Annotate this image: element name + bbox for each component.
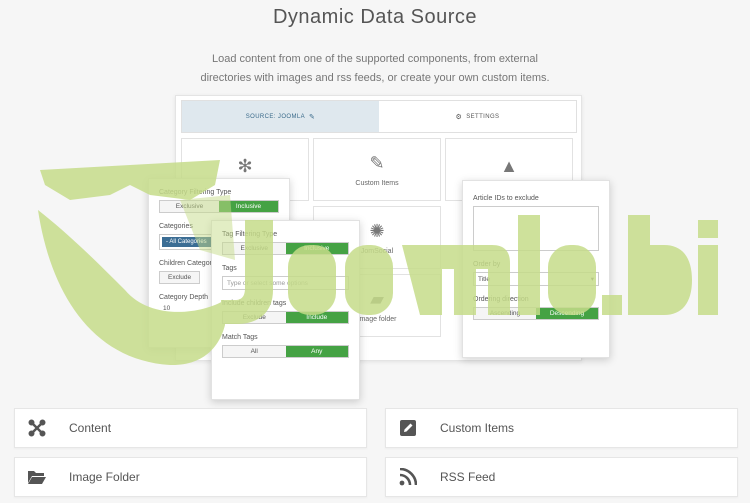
edit-icon <box>398 418 418 438</box>
source-content-button[interactable]: Content <box>14 408 367 448</box>
mock-card-custom-items[interactable]: ✎ Custom Items <box>313 138 441 201</box>
article-settings-panel: Article IDs to exclude Order by Title ▾ … <box>462 180 610 358</box>
chevron-down-icon: ▾ <box>590 276 594 283</box>
tag-filtering-toggle: Exclusive Inclusive <box>222 242 349 255</box>
page-title: Dynamic Data Source <box>272 6 478 28</box>
folder-icon: ▰ <box>370 288 384 309</box>
category-exclusive-option[interactable]: Exclusive <box>160 201 219 212</box>
match-any-option[interactable]: Any <box>285 346 348 357</box>
include-children-tags-label: Include children tags <box>222 300 287 307</box>
source-rss-feed-button[interactable]: RSS Feed <box>385 457 738 497</box>
descending-option[interactable]: Descending <box>536 308 598 319</box>
match-all-option[interactable]: All <box>223 346 286 357</box>
mock-card-label: JomSocial <box>360 247 394 255</box>
children-tags-include-option[interactable]: Include <box>285 312 348 323</box>
tag-inclusive-option[interactable]: Inclusive <box>285 243 348 254</box>
order-by-value: Title <box>478 275 491 283</box>
mock-card-label: Custom Items <box>355 179 399 187</box>
tags-placeholder: Type or select some options <box>227 279 308 287</box>
category-filtering-toggle: Exclusive Inclusive <box>159 200 279 213</box>
mountain-icon: ▲ <box>500 156 518 176</box>
tags-input[interactable]: Type or select some options <box>222 276 349 290</box>
source-content-label: Content <box>69 421 112 435</box>
source-image-folder-button[interactable]: Image Folder <box>14 457 367 497</box>
include-children-toggle: Exclude Include <box>222 311 349 324</box>
edit-icon: ✎ <box>369 152 385 173</box>
tags-label: Tags <box>222 265 237 272</box>
tag-filtering-label: Tag Filtering Type <box>222 231 278 238</box>
children-tags-exclude-option[interactable]: Exclude <box>223 312 286 323</box>
ordering-direction-label: Ordering direction <box>473 296 529 303</box>
article-ids-textarea[interactable] <box>473 206 599 251</box>
children-exclude-button[interactable]: Exclude <box>159 271 201 284</box>
categories-chip[interactable]: - All Categories <box>162 237 211 247</box>
ordering-direction-toggle: Ascending Descending <box>473 307 599 320</box>
page-subtitle: Load content from one of the supported c… <box>200 53 550 84</box>
article-ids-label: Article IDs to exclude <box>473 195 539 202</box>
mock-card-label: Image folder <box>357 315 397 323</box>
mock-tab-source[interactable]: SOURCE: JOOMLA ✎ <box>182 101 379 132</box>
source-rss-feed-label: RSS Feed <box>440 470 496 484</box>
edit-icon: ✎ <box>309 113 316 121</box>
match-tags-toggle: All Any <box>222 345 349 358</box>
source-custom-items-label: Custom Items <box>440 421 515 435</box>
joomla-icon: ✻ <box>237 156 253 176</box>
mock-tab-settings[interactable]: ⚙ SETTINGS <box>379 101 576 132</box>
source-custom-items-button[interactable]: Custom Items <box>385 408 738 448</box>
tag-exclusive-option[interactable]: Exclusive <box>223 243 286 254</box>
folder-open-icon <box>27 467 47 487</box>
category-inclusive-option[interactable]: Inclusive <box>219 201 278 212</box>
joomla-icon <box>27 418 47 438</box>
ascending-option[interactable]: Ascending <box>474 308 536 319</box>
jomsocial-icon: ✺ <box>369 220 385 241</box>
order-by-label: Order by <box>473 261 501 268</box>
category-filtering-label: Category Filtering Type <box>159 189 232 196</box>
order-by-select[interactable]: Title ▾ <box>473 272 599 286</box>
match-tags-label: Match Tags <box>222 334 258 341</box>
source-image-folder-label: Image Folder <box>69 470 140 484</box>
rss-icon <box>398 467 418 487</box>
mock-tabs: SOURCE: JOOMLA ✎ ⚙ SETTINGS <box>181 100 577 133</box>
mock-tab-settings-label: SETTINGS <box>466 113 500 120</box>
gear-icon: ⚙ <box>455 113 463 121</box>
mock-tab-source-label: SOURCE: JOOMLA <box>245 113 305 120</box>
tag-filter-panel: Tag Filtering Type Exclusive Inclusive T… <box>211 220 360 400</box>
